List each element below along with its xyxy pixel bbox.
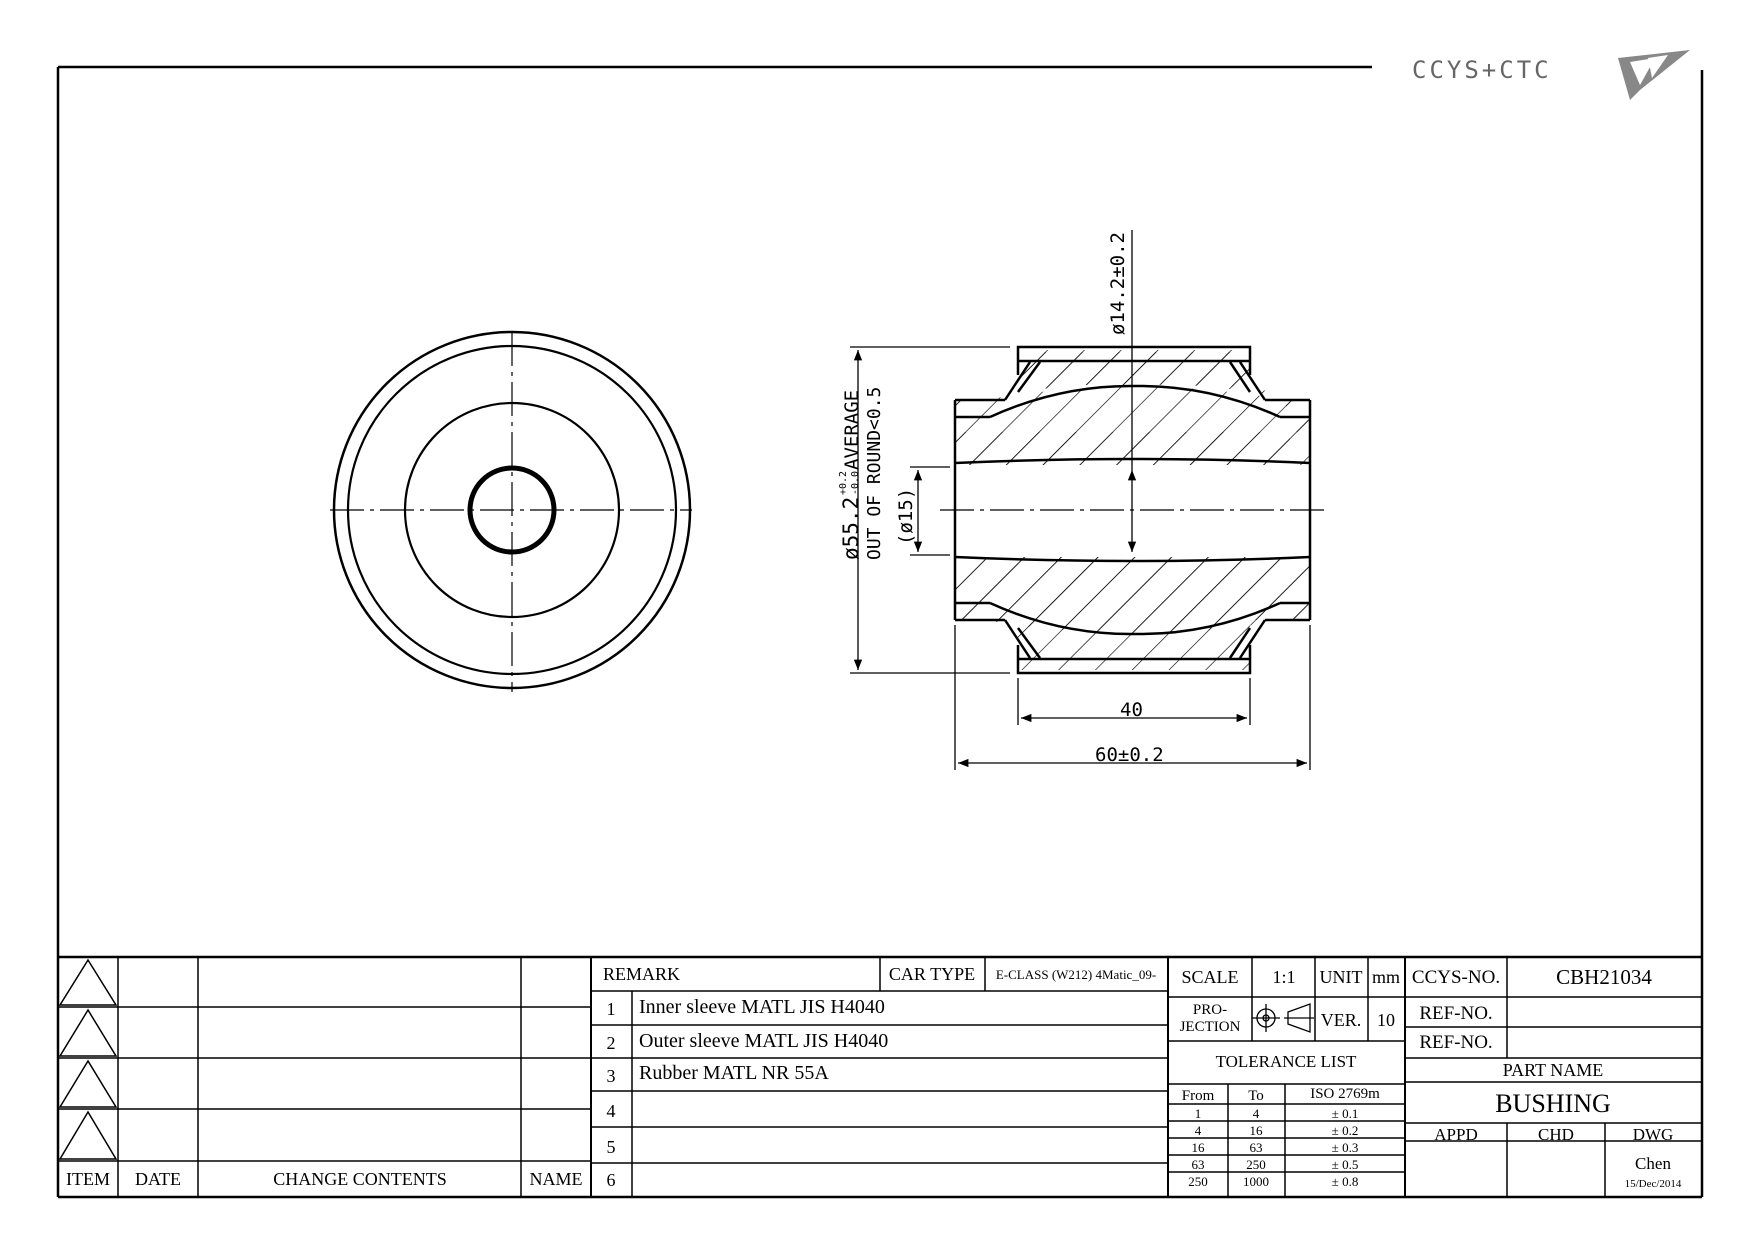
scale-label: SCALE: [1181, 967, 1239, 987]
dim-outer-suffix: AVERAGE: [841, 390, 863, 470]
ver-label: VER.: [1320, 1010, 1362, 1030]
unit-value: mm: [1371, 967, 1401, 987]
dim-bore-dia: ø14.2±0.2: [1107, 232, 1129, 335]
remark-text-3: Rubber MATL NR 55A: [639, 1062, 829, 1084]
tol-row-3-to: 63: [1249, 1140, 1263, 1155]
dwg-date: 15/Dec/2014: [1624, 1178, 1682, 1190]
remark-no-1: 1: [606, 999, 616, 1019]
ref-no-label-2: REF-NO.: [1419, 1032, 1493, 1053]
tol-header-from: From: [1181, 1088, 1215, 1104]
logo-text: CCYS+CTC: [1412, 56, 1552, 84]
tol-row-3-from: 16: [1191, 1140, 1205, 1155]
tol-row-4-tol: ± 0.5: [1331, 1157, 1359, 1172]
remark-no-4: 4: [606, 1101, 616, 1121]
unit-label: UNIT: [1319, 967, 1363, 987]
dwg-name: Chen: [1635, 1154, 1671, 1173]
car-type-label: CAR TYPE: [888, 964, 976, 984]
section-view: [940, 345, 1330, 675]
part-name-value: BUSHING: [1495, 1089, 1611, 1118]
ccys-no-label: CCYS-NO.: [1411, 967, 1501, 988]
tol-row-2-to: 16: [1249, 1123, 1263, 1138]
tol-row-2-from: 4: [1194, 1123, 1202, 1138]
dim-outer-dia: ø55.2: [839, 497, 863, 560]
ccys-no-value: CBH21034: [1556, 965, 1652, 989]
sheet-border: [56, 65, 1704, 1199]
part-name-label: PART NAME: [1502, 1060, 1604, 1080]
dwg-label: DWG: [1632, 1125, 1674, 1144]
ref-no-label-1: REF-NO.: [1419, 1003, 1493, 1024]
tol-header-iso: ISO 2769m: [1310, 1086, 1380, 1102]
remark-header: REMARK: [603, 964, 681, 984]
tolerance-title: TOLERANCE LIST: [1215, 1052, 1357, 1071]
tol-row-5-to: 1000: [1243, 1174, 1269, 1189]
remark-no-6: 6: [606, 1170, 616, 1190]
tol-row-4-to: 250: [1246, 1157, 1266, 1172]
ccys-wing-logo-icon: [1618, 50, 1690, 100]
rev-header-item: ITEM: [66, 1169, 110, 1189]
tol-row-2-tol: ± 0.2: [1331, 1123, 1359, 1138]
ver-value: 10: [1377, 1010, 1395, 1030]
dim-total-length: 60±0.2: [1095, 744, 1164, 766]
rev-header-name: NAME: [529, 1169, 583, 1189]
first-angle-projection-icon: [1252, 1003, 1314, 1033]
tol-row-1-to: 4: [1252, 1106, 1260, 1121]
title-block-grid: [58, 955, 1702, 1197]
car-type-value: E-CLASS (W212) 4Matic_09-: [995, 967, 1157, 982]
dim-outer-tol-lower: -0.0: [850, 471, 861, 495]
tol-header-to: To: [1248, 1088, 1264, 1104]
dim-inner-ref: (ø15): [895, 488, 917, 545]
scale-value: 1:1: [1272, 967, 1296, 987]
tol-row-4-from: 63: [1191, 1157, 1205, 1172]
dim-out-of-round: OUT OF ROUND<0.5: [864, 387, 885, 560]
tol-row-3-tol: ± 0.3: [1331, 1140, 1359, 1155]
dim-outer-tol-upper: +0.2: [838, 471, 849, 495]
tol-row-1-from: 1: [1194, 1106, 1202, 1121]
remark-no-3: 3: [606, 1066, 616, 1086]
tol-row-1-tol: ± 0.1: [1331, 1106, 1359, 1121]
rev-header-date: DATE: [135, 1169, 181, 1189]
dimension-lines: [850, 230, 1311, 770]
projection-label-2: JECTION: [1179, 1019, 1241, 1035]
tol-row-5-tol: ± 0.8: [1331, 1174, 1359, 1189]
remark-no-5: 5: [606, 1137, 616, 1157]
remark-text-1: Inner sleeve MATL JIS H4040: [639, 996, 885, 1018]
remark-text-2: Outer sleeve MATL JIS H4040: [639, 1030, 889, 1052]
projection-label-1: PRO-: [1192, 1002, 1228, 1018]
rev-header-change-contents: CHANGE CONTENTS: [273, 1169, 447, 1189]
dim-outer-length: 40: [1120, 699, 1143, 721]
chd-label: CHD: [1538, 1125, 1574, 1144]
end-view: [330, 330, 692, 692]
company-logo: CCYS+CTC: [1412, 46, 1702, 104]
appd-label: APPD: [1434, 1125, 1478, 1144]
tol-row-5-from: 250: [1188, 1174, 1208, 1189]
remark-no-2: 2: [606, 1033, 616, 1053]
